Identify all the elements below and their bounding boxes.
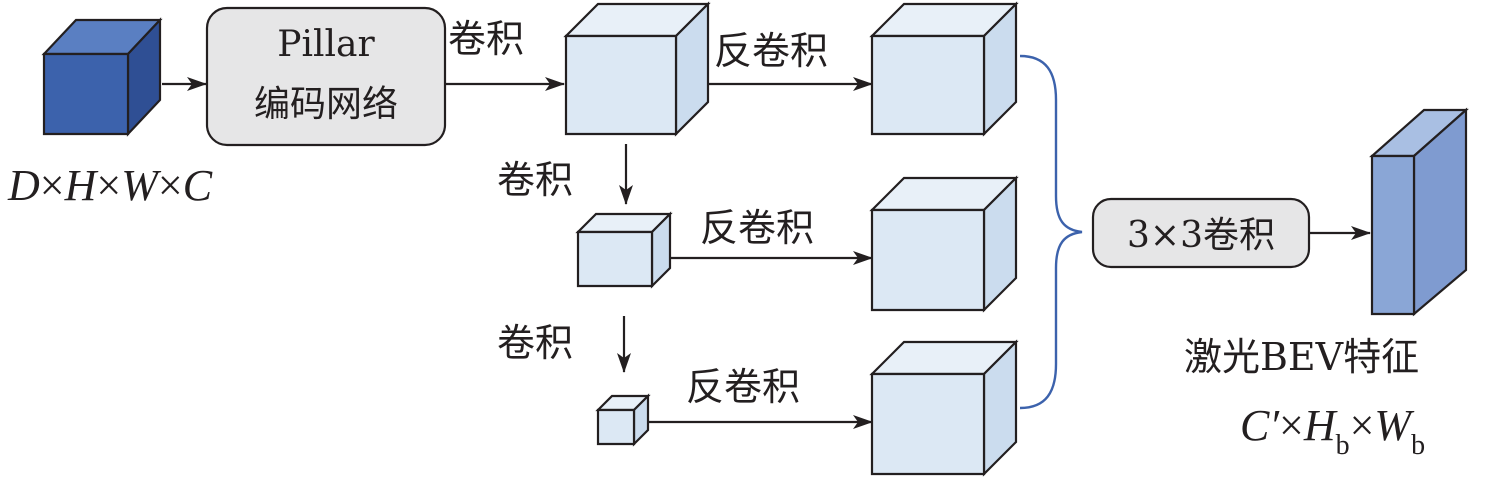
encoder-label-line2: 编码网络 xyxy=(254,84,398,125)
deconv-cube-bottom xyxy=(869,339,1019,477)
brace-icon xyxy=(1019,54,1083,410)
input-cube xyxy=(41,17,163,137)
edge-label-conv-bottom: 卷积 xyxy=(497,321,573,365)
edge-label-conv-top: 卷积 xyxy=(448,17,524,61)
edge-label-conv-mid: 卷积 xyxy=(497,158,573,202)
feature-cube-level2 xyxy=(575,211,673,289)
deconv-cube-mid xyxy=(869,175,1019,313)
edge-label-deconv-top: 反卷积 xyxy=(714,29,828,73)
input-dims-label: D×H×W×C xyxy=(7,161,213,210)
feature-cube-level3 xyxy=(595,393,651,447)
feature-cube-level1 xyxy=(563,1,711,137)
edge-label-deconv-bottom: 反卷积 xyxy=(686,365,800,409)
edge-label-deconv-mid: 反卷积 xyxy=(700,206,814,250)
output-dims-label: C′×Hb×Wb xyxy=(1240,401,1425,461)
conv3x3-label: 3×3卷积 xyxy=(1127,215,1275,256)
pillar-encoder-box: Pillar 编码网络 xyxy=(205,6,447,147)
deconv-cube-top xyxy=(869,1,1019,137)
encoder-label-line1: Pillar xyxy=(277,24,375,65)
conv3x3-box: 3×3卷积 xyxy=(1091,197,1311,269)
output-title: 激光BEV特征 xyxy=(1184,335,1419,379)
bev-feature-slab xyxy=(1369,107,1469,317)
